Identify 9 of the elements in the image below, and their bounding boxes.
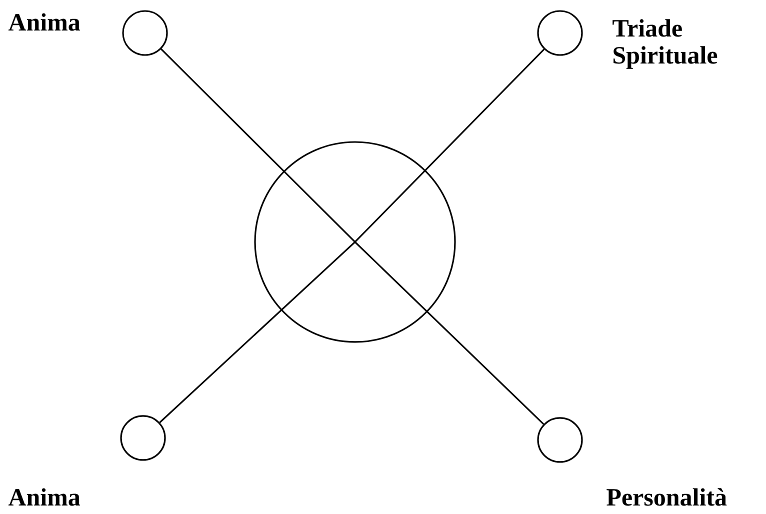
- connector-line: [160, 48, 356, 243]
- circle-node: [254, 141, 456, 343]
- node-label: Personalità: [606, 488, 727, 506]
- node-label: Anima: [8, 13, 80, 31]
- node-label: Anima: [8, 488, 80, 506]
- connector-line: [354, 241, 544, 425]
- connector-line: [159, 241, 356, 424]
- node-label: Triade Spirituale: [612, 19, 718, 69]
- connector-line: [354, 48, 545, 243]
